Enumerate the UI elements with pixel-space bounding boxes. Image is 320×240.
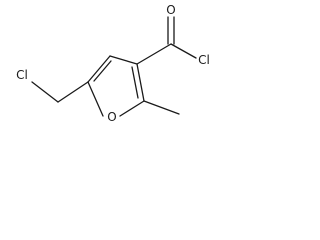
bond-c2-methyl — [143, 100, 180, 115]
bond-c2-o1 — [119, 100, 145, 117]
bond-c5-ch2 — [57, 81, 89, 103]
chloromethyl-chlorine-label: Cl — [16, 68, 28, 82]
chemical-structure: O Cl O Cl — [16, 3, 210, 124]
bond-c3-c2 — [136, 63, 145, 102]
bonds — [31, 16, 197, 117]
bond-ch2-cl — [31, 81, 59, 103]
bond-c3-carbonyl — [136, 43, 172, 65]
bond-c4-c3 — [109, 55, 138, 65]
ring-oxygen-label: O — [107, 110, 116, 124]
bond-carbonyl-cl — [170, 43, 197, 59]
carbonyl-oxygen-label: O — [166, 3, 175, 17]
bond-o1-c5 — [87, 81, 104, 117]
atom-labels: O Cl O Cl — [16, 3, 210, 124]
acyl-chlorine-label: Cl — [198, 53, 210, 67]
bond-c3-c2-inner — [131, 66, 139, 99]
bond-c5-c4-inner — [93, 60, 112, 82]
bond-c5-c4 — [87, 55, 111, 83]
